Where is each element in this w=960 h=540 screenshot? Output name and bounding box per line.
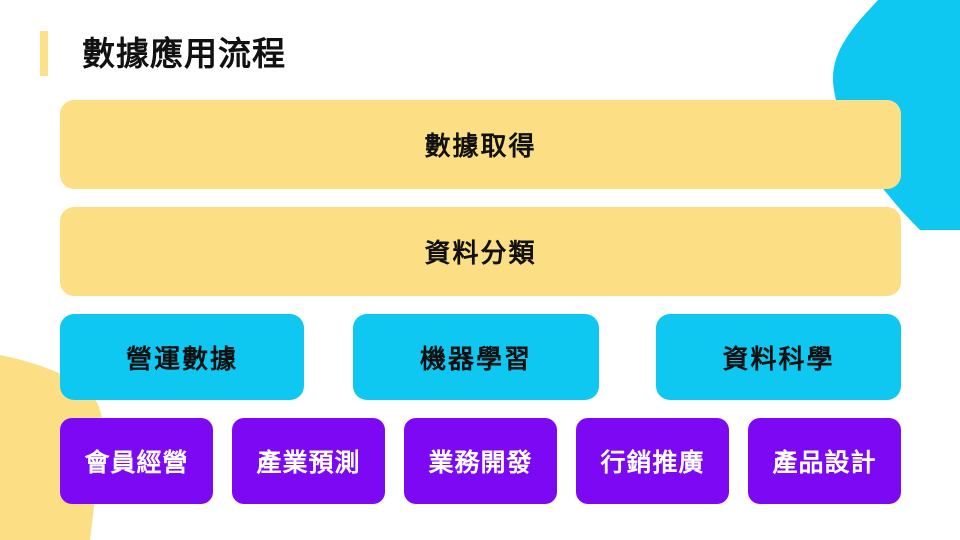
application-label: 行銷推廣 [600, 448, 705, 477]
application-label: 產業預測 [256, 448, 361, 477]
layer-data-acquisition-label: 數據取得 [424, 132, 537, 162]
method-box-machine-learning: 機器學習 [353, 314, 599, 400]
layer-data-acquisition: 數據取得 [60, 100, 901, 189]
application-box-marketing: 行銷推廣 [576, 418, 729, 504]
application-box-member-management: 會員經營 [60, 418, 213, 504]
layer-data-classification: 資料分類 [60, 207, 901, 296]
method-label: 機器學習 [419, 344, 532, 375]
application-box-industry-forecast: 產業預測 [232, 418, 385, 504]
method-box-operations-data: 營運數據 [60, 314, 304, 400]
application-label: 會員經營 [84, 448, 189, 477]
method-box-data-science: 資料科學 [656, 314, 901, 400]
title-accent-bar [40, 31, 48, 76]
method-label: 營運數據 [125, 344, 238, 375]
application-box-business-development: 業務開發 [404, 418, 557, 504]
application-label: 業務開發 [428, 448, 533, 477]
method-label: 資料科學 [722, 344, 835, 375]
page-title: 數據應用流程 [82, 34, 286, 73]
layer-data-classification-label: 資料分類 [424, 239, 537, 269]
application-label: 產品設計 [772, 448, 877, 477]
application-box-product-design: 產品設計 [748, 418, 901, 504]
